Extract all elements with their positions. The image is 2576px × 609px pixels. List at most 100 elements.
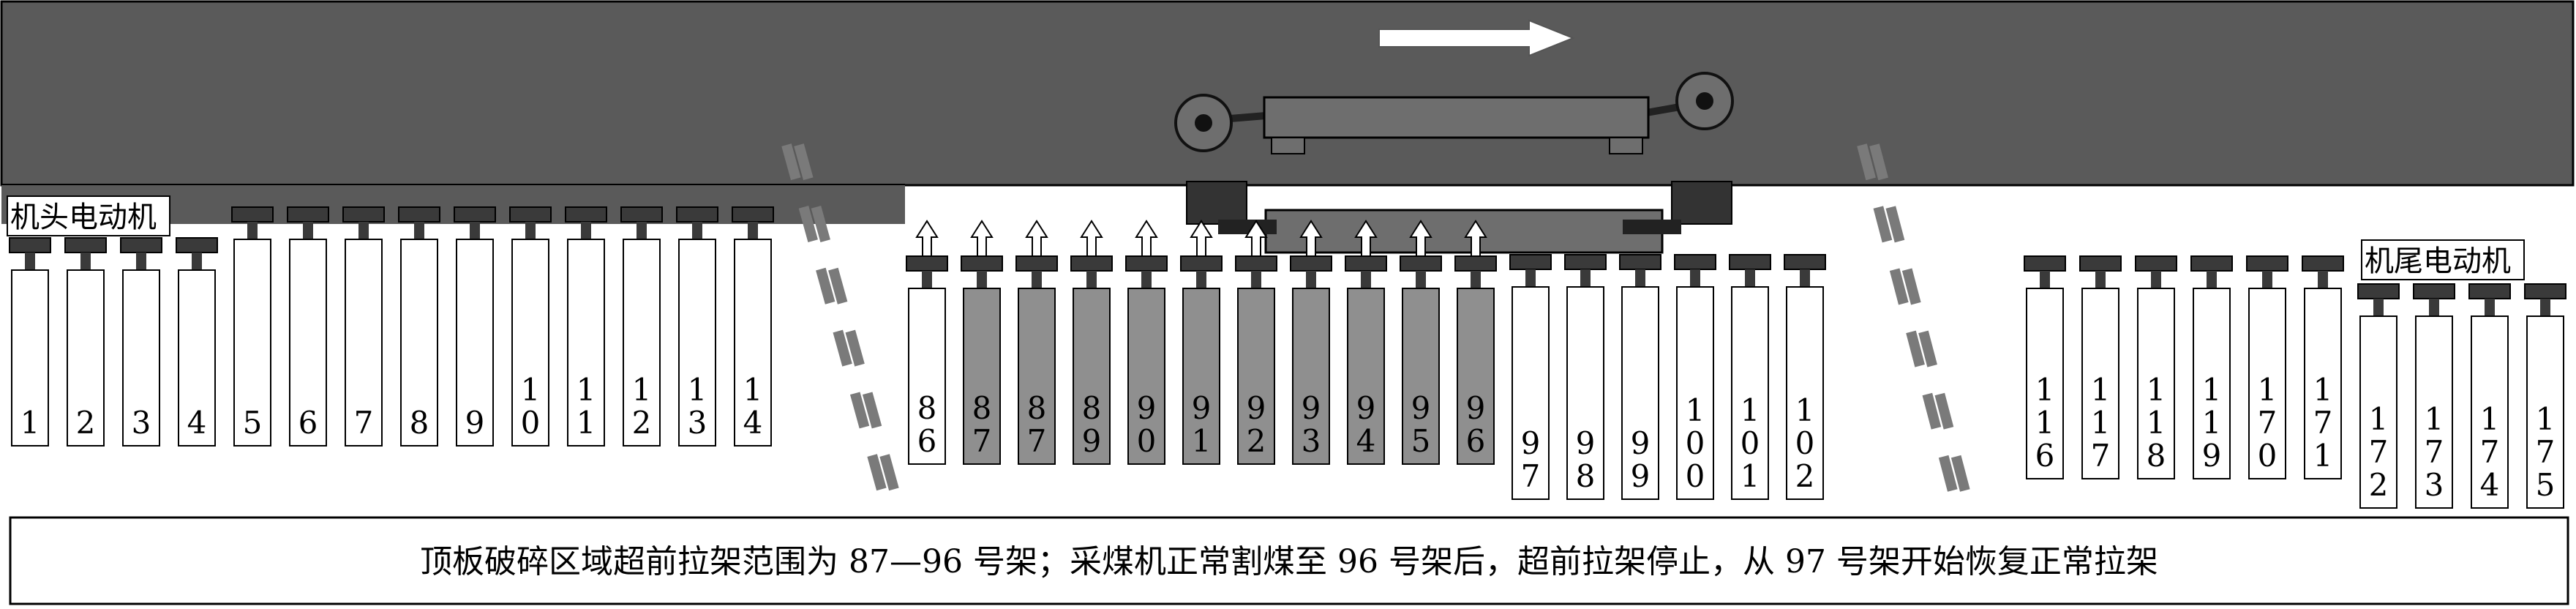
support-stem	[303, 222, 313, 239]
head-motor-label: 机头电动机	[7, 195, 170, 236]
support-body	[178, 269, 216, 447]
support-cap	[2135, 255, 2177, 272]
support-body	[1292, 288, 1330, 465]
support-cap	[2357, 283, 2400, 299]
support-stem	[2485, 299, 2495, 316]
support-stem	[136, 253, 146, 270]
support-body	[289, 239, 327, 447]
support-body	[233, 239, 271, 447]
support-cap	[1564, 254, 1607, 270]
support-cap	[2524, 283, 2566, 299]
support-body	[1512, 286, 1550, 500]
support: 2	[64, 237, 107, 447]
support-stem	[247, 222, 258, 239]
support-body	[1347, 288, 1385, 465]
support-number: 6	[298, 405, 318, 441]
support: 3	[120, 237, 162, 447]
up-arrow-icon	[1299, 220, 1323, 257]
right-shoe	[1671, 181, 1732, 225]
support-cap	[1290, 255, 1332, 272]
caption-box	[9, 516, 2569, 605]
support-cap	[120, 237, 162, 253]
support-stem	[748, 222, 758, 239]
support-stem	[2540, 299, 2550, 316]
support-body	[734, 239, 772, 447]
up-arrow-icon	[915, 220, 939, 257]
support-body	[2359, 315, 2397, 509]
support-body	[2526, 315, 2564, 509]
support-body	[1621, 286, 1659, 500]
support-stem	[1086, 271, 1097, 288]
support-body	[511, 239, 549, 447]
support-body	[623, 239, 661, 447]
support-stem	[1141, 271, 1152, 288]
support-cap	[2302, 255, 2344, 272]
conveyor-frame	[1264, 209, 1664, 254]
support-stem	[1306, 271, 1316, 288]
support-cap	[2246, 255, 2288, 272]
support-stem	[192, 253, 202, 270]
support-stem	[1745, 269, 1755, 287]
support-stem	[692, 222, 702, 239]
tail-motor-label: 机尾电动机	[2361, 239, 2525, 280]
support-stem	[1800, 269, 1810, 287]
break-mark	[1869, 143, 1977, 518]
support-stem	[1361, 271, 1371, 288]
support-body	[1018, 288, 1056, 465]
support-number: 2	[76, 405, 96, 441]
head-motor-text: 机头电动机	[10, 201, 157, 234]
up-arrow-icon	[1409, 220, 1432, 257]
up-arrow-icon	[1025, 220, 1048, 257]
support-cap	[676, 206, 718, 223]
support-cap	[1729, 254, 1771, 270]
support-cap	[1180, 255, 1223, 272]
support-body	[1182, 288, 1220, 465]
support-stem	[581, 222, 591, 239]
support-cap	[1070, 255, 1113, 272]
support-cap	[9, 237, 51, 253]
support-stem	[1032, 271, 1042, 288]
support-stem	[1635, 269, 1645, 287]
support-stem	[637, 222, 647, 239]
support-body	[1237, 288, 1275, 465]
support-body	[1073, 288, 1111, 465]
support-body	[11, 269, 49, 447]
support-stem	[358, 222, 369, 239]
support-stem	[25, 253, 35, 270]
shearer-body	[1263, 96, 1650, 139]
support: 6	[287, 206, 329, 447]
right-arrow-icon	[1378, 19, 1575, 57]
support-stem	[2262, 271, 2272, 288]
